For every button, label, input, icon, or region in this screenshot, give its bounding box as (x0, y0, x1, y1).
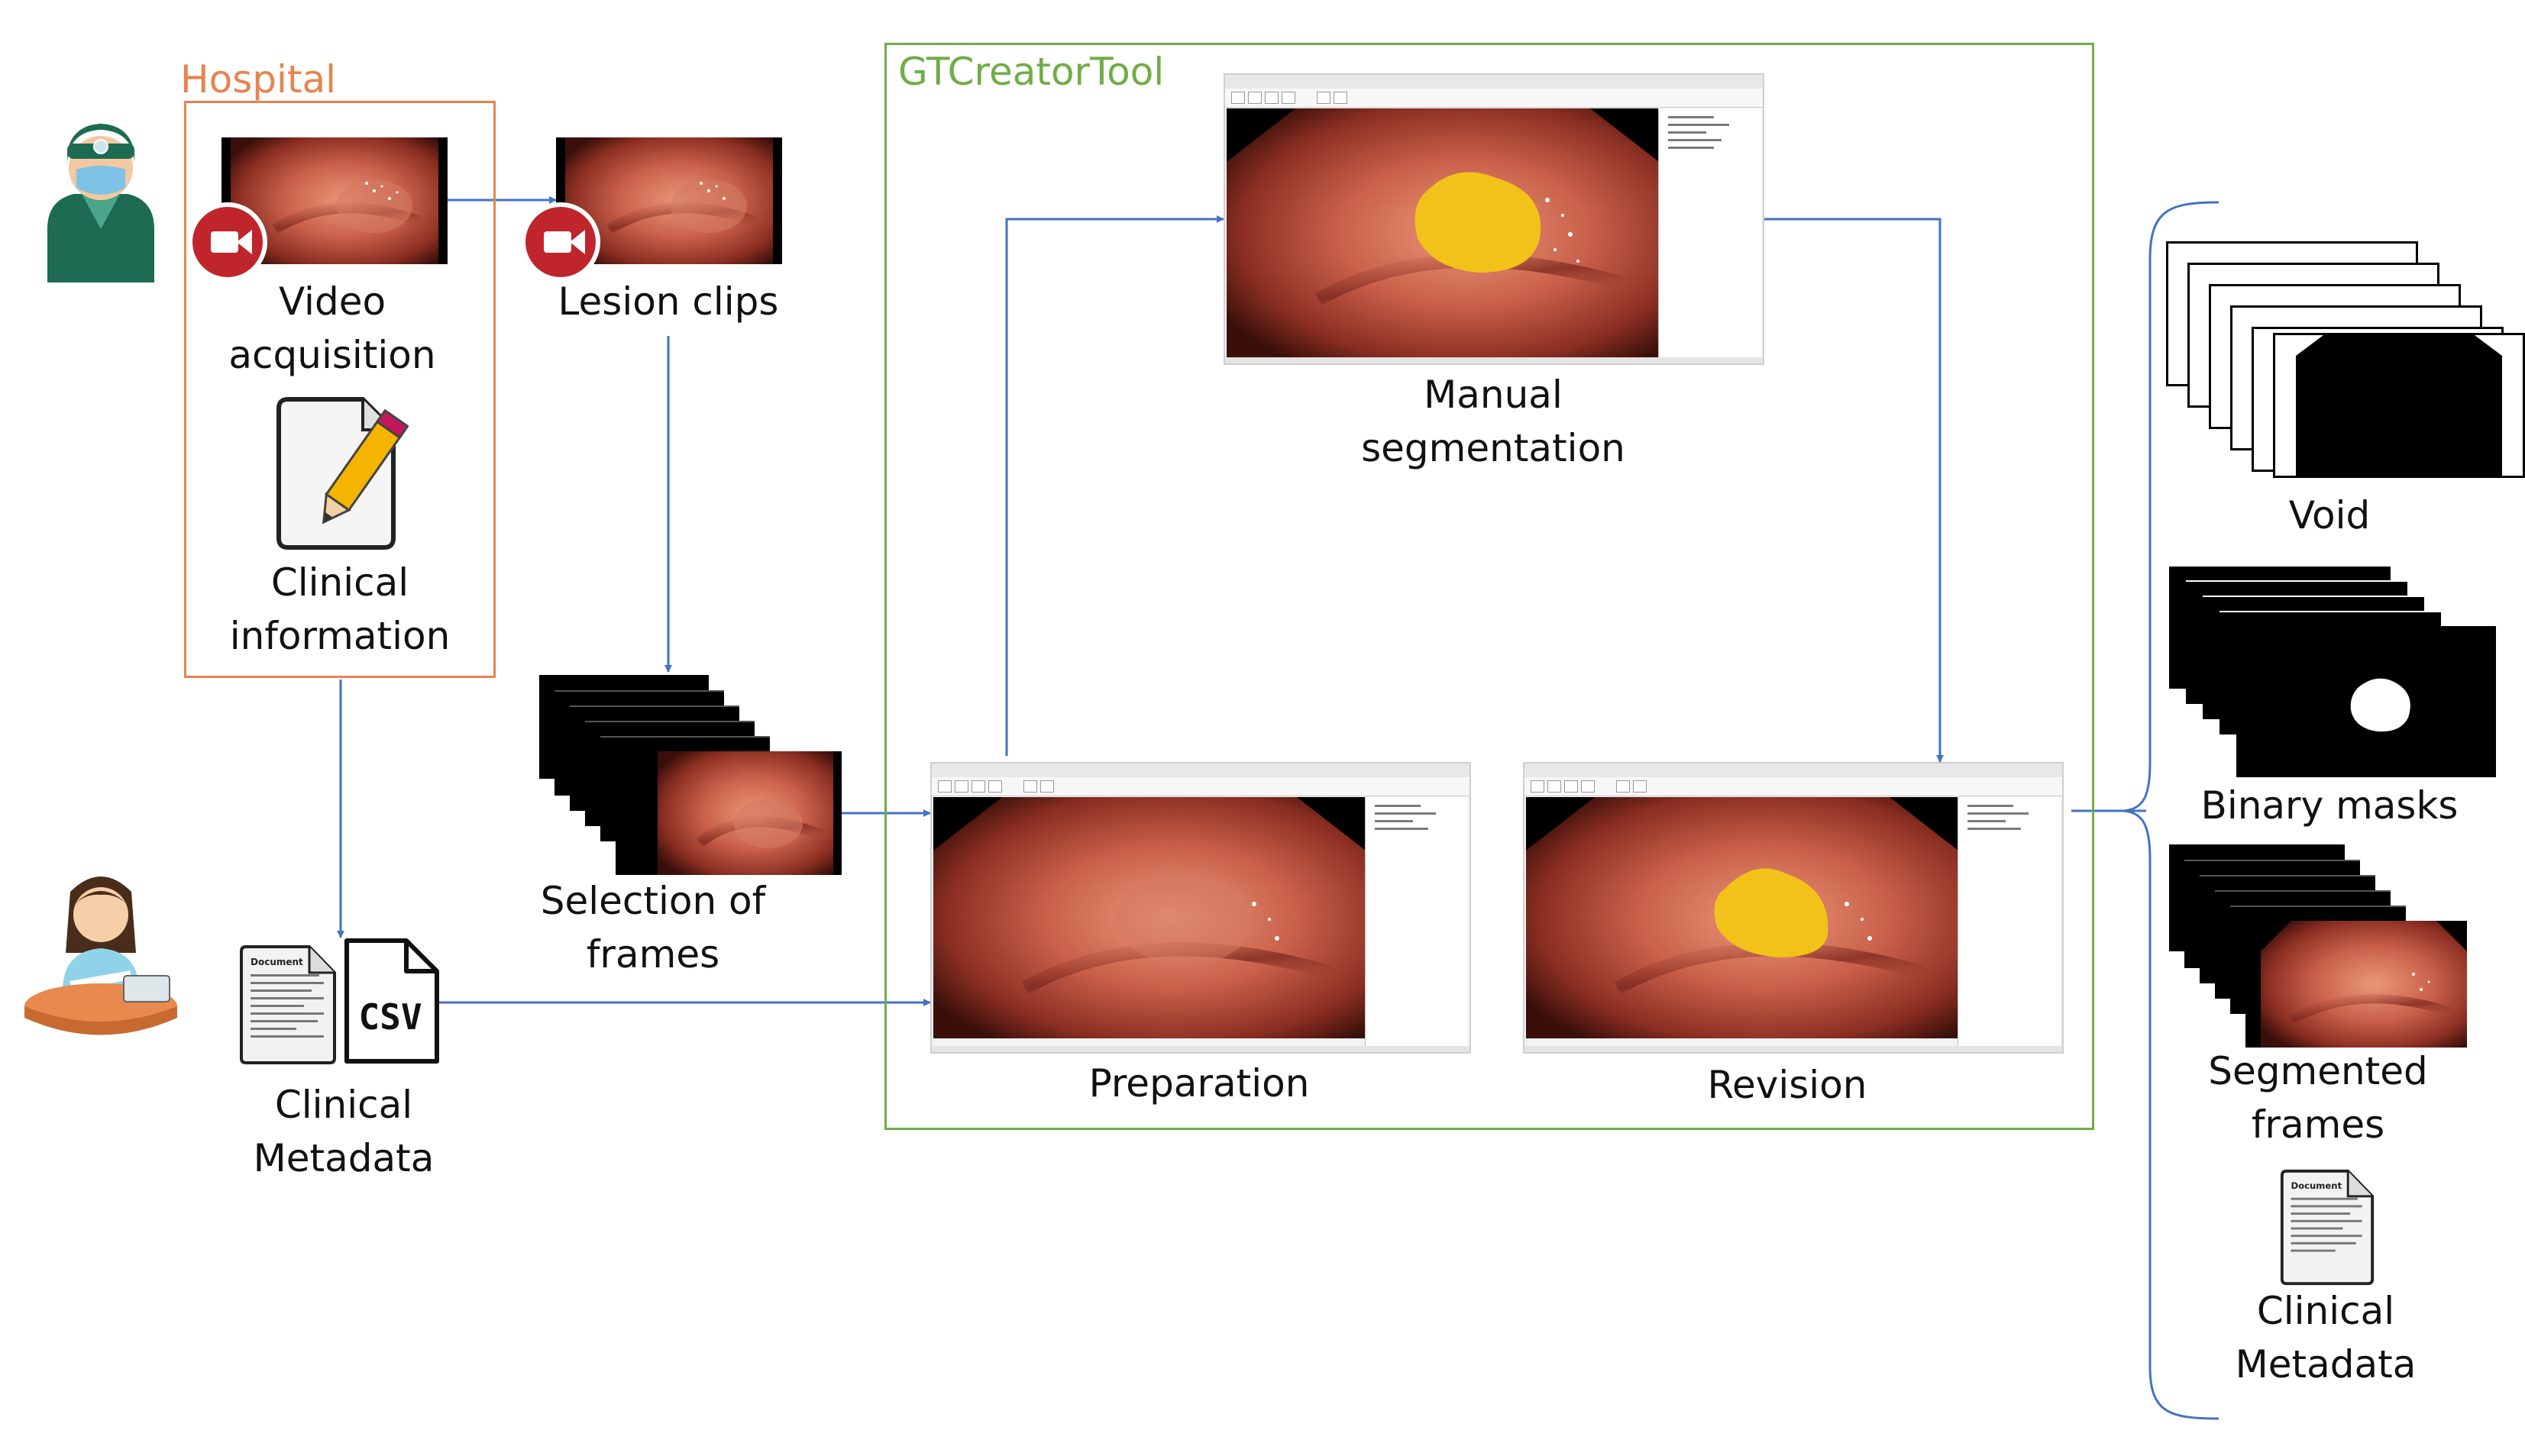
camera-icon (188, 202, 267, 282)
video-acquisition-line1: Video (278, 279, 386, 324)
selection-of-frames-label: Selection of frames (527, 874, 779, 981)
clipboard-pencil-icon (276, 397, 409, 550)
preparation-screenshot (930, 762, 1471, 1054)
selected-frame-front (616, 751, 842, 875)
doctor-icon (47, 124, 154, 282)
segmentation-overlay (1714, 868, 1828, 957)
clinical-information-label: Clinical information (191, 556, 489, 663)
hospital-title: Hospital (180, 57, 337, 102)
arrow-preparation-to-manual (1005, 215, 1224, 756)
clinical-metadata-input-line1: Clinical (274, 1083, 413, 1127)
revision-screenshot (1523, 762, 2064, 1054)
video-acquisition-label: Video acquisition (191, 275, 474, 382)
revision-label: Revision (1707, 1063, 1867, 1107)
segmented-frames-label: Segmented frames (2200, 1044, 2436, 1151)
binary-masks-label: Binary masks (2200, 783, 2459, 828)
document-icon: Document (2280, 1169, 2375, 1286)
gtcreatortool-title: GTCreatorTool (898, 50, 1165, 94)
csv-icon-text: CSV (358, 996, 422, 1038)
hospital-box (184, 101, 496, 678)
clinical-metadata-input-label: Clinical Metadata (214, 1078, 474, 1185)
void-mask-front (2273, 333, 2525, 478)
manual-segmentation-screenshot (1224, 73, 1764, 365)
manual-segmentation-line2: segmentation (1361, 426, 1625, 470)
segmented-frame-front (2245, 921, 2467, 1048)
arrow-manual-to-revision (1764, 218, 1944, 763)
segmentation-overlay (1414, 172, 1541, 273)
camera-icon (521, 202, 600, 282)
clinical-information-line2: information (229, 614, 451, 658)
void-label: Void (2288, 493, 2371, 538)
preparation-label: Preparation (1088, 1061, 1310, 1106)
video-acquisition-line2: acquisition (228, 333, 436, 377)
document-icon-text: Document (251, 957, 303, 967)
physician-at-desk-icon (24, 877, 177, 1035)
clinical-metadata-output-label: Clinical Metadata (2200, 1284, 2452, 1391)
selection-of-frames-line1: Selection of (540, 879, 766, 923)
clinical-metadata-output-line2: Metadata (2235, 1342, 2417, 1387)
output-bracket (2122, 201, 2219, 1420)
gtcreatortool-box (884, 43, 2094, 1130)
segmented-frames-line1: Segmented (2208, 1049, 2428, 1093)
clinical-metadata-output-line1: Clinical (2256, 1289, 2395, 1333)
lesion-clips-label: Lesion clips (558, 279, 779, 324)
clinical-metadata-input-line2: Metadata (253, 1136, 435, 1180)
csv-file-icon: CSV (344, 938, 439, 1064)
segmented-frames-line2: frames (2251, 1102, 2385, 1147)
manual-segmentation-label: Manual segmentation (1352, 368, 1634, 475)
manual-segmentation-line1: Manual (1424, 373, 1563, 417)
document-icon-text: Document (2291, 1180, 2342, 1191)
binary-mask-front (2236, 626, 2496, 777)
document-icon: Document (240, 945, 336, 1064)
selection-of-frames-line2: frames (586, 932, 720, 977)
clinical-information-line1: Clinical (270, 560, 409, 605)
